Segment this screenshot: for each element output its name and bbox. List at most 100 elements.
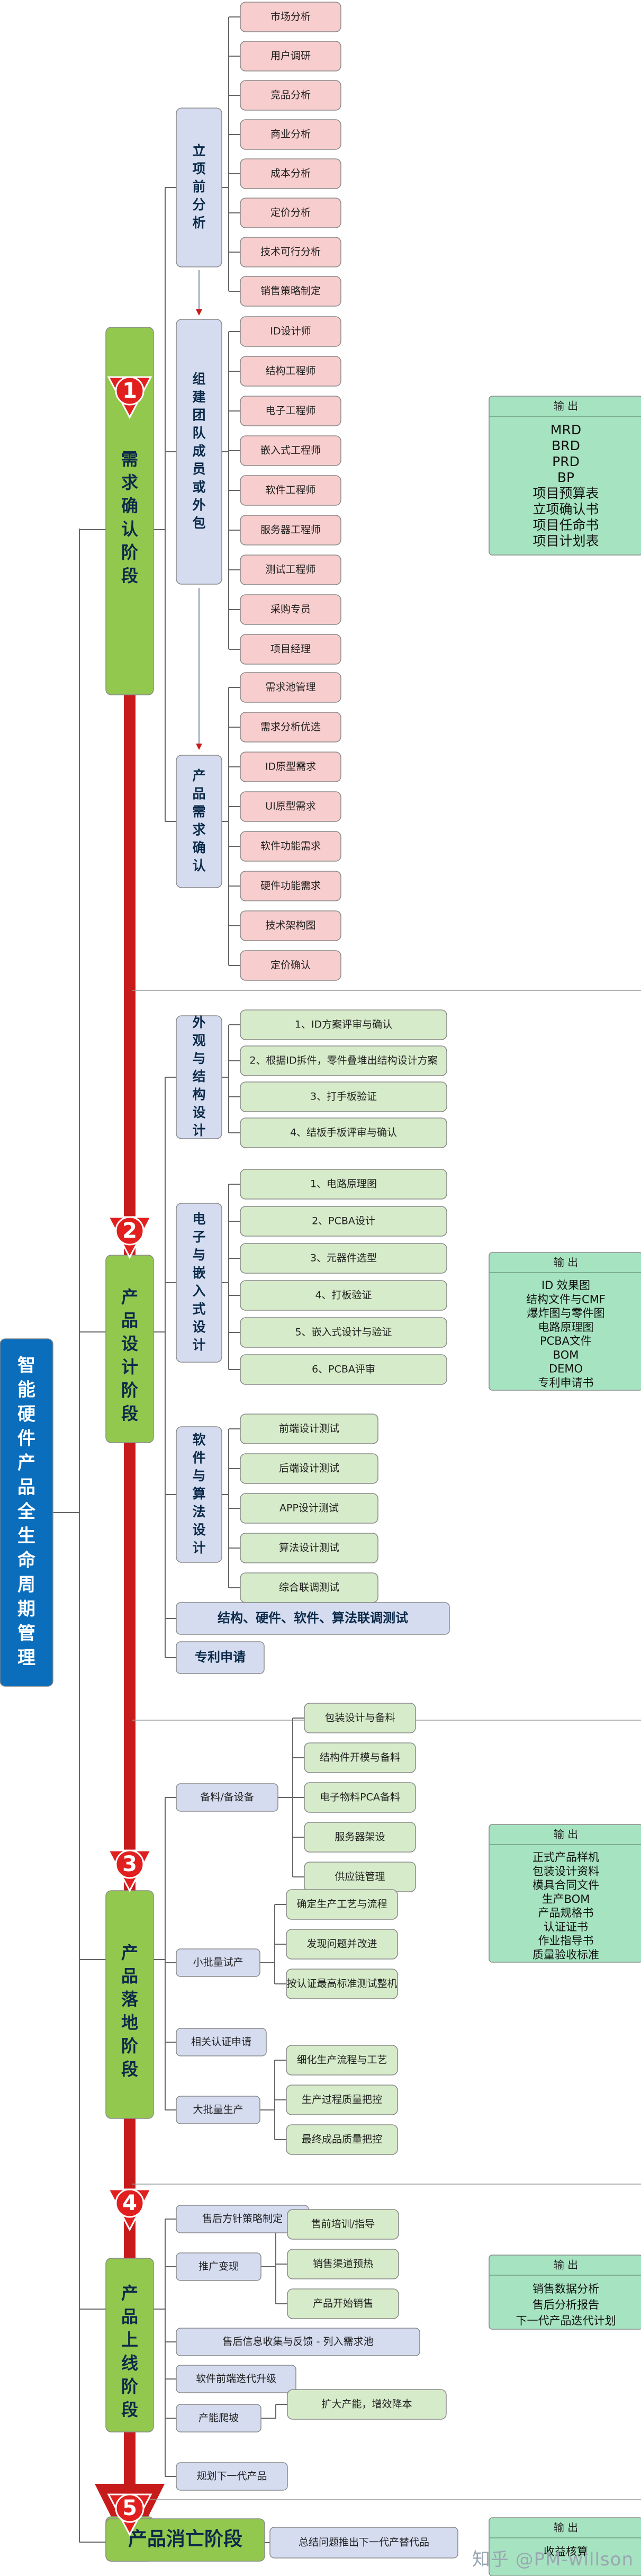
vertical-char: 观 bbox=[192, 1033, 205, 1048]
phase-1-group-3-leaf-6: 硬件功能需求 bbox=[260, 880, 321, 892]
phase-1-group-2-leaf-box bbox=[240, 634, 341, 665]
vertical-char: 式 bbox=[192, 1301, 205, 1317]
vertical-char: 计 bbox=[192, 1540, 205, 1555]
phase-1-group-2-leaf-box bbox=[240, 554, 341, 585]
phase-4-number: 4 bbox=[122, 2191, 137, 2215]
phase-1-group-1-leaf-box bbox=[240, 41, 341, 71]
phase-1-group-3-leaf-box bbox=[240, 712, 341, 743]
phase-3-output-item: 质量验收标准 bbox=[532, 1948, 599, 1961]
vertical-char: 段 bbox=[121, 566, 138, 586]
phase-4-group-6-box bbox=[176, 2462, 288, 2491]
phase-1-badge-circle bbox=[115, 376, 145, 406]
vertical-char: 线 bbox=[121, 2353, 138, 2373]
vertical-char: 认 bbox=[121, 519, 138, 539]
vertical-char: 上 bbox=[121, 2330, 138, 2350]
vertical-char: 命 bbox=[17, 1550, 35, 1571]
phase-2-output-item: 爆炸图与零件图 bbox=[527, 1307, 605, 1320]
vertical-char: 求 bbox=[121, 472, 138, 493]
phase-4-group-5-box bbox=[176, 2404, 261, 2432]
vertical-char: 周 bbox=[17, 1575, 35, 1596]
phase-1-group-3-leaf-4: UI原型需求 bbox=[265, 801, 316, 812]
phase-3-group-4-leaf-2: 生产过程质量把控 bbox=[302, 2094, 382, 2106]
vertical-char: 硬 bbox=[17, 1404, 35, 1425]
phase-4-output-item: 销售数据分析 bbox=[532, 2283, 599, 2295]
vertical-char: 外 bbox=[192, 1015, 205, 1030]
vertical-char: 包 bbox=[192, 515, 205, 531]
phase-1-output-item: 项目预算表 bbox=[532, 486, 599, 501]
vertical-char: 分 bbox=[192, 197, 205, 212]
phase-1-group-3-leaf-5: 软件功能需求 bbox=[260, 840, 321, 852]
phase-1-group-2-leaf-7: 测试工程师 bbox=[265, 564, 315, 576]
phase-3-group-1-leaf-2: 结构件开模与备料 bbox=[320, 1752, 400, 1764]
phase-3-group-4-leaf-box bbox=[286, 2124, 398, 2155]
vertical-char: 析 bbox=[192, 215, 205, 230]
phase-2-group-3-leaf-box bbox=[240, 1533, 378, 1563]
vertical-char: 嵌 bbox=[192, 1265, 205, 1281]
phase-3-group-4-leaf-3: 最终成品质量把控 bbox=[302, 2134, 382, 2145]
vertical-char: 算 bbox=[192, 1486, 205, 1501]
phase-4-group-2-box bbox=[176, 2252, 261, 2281]
phase-1-group-3-leaf-8: 定价确认 bbox=[270, 960, 311, 971]
vertical-char: 设 bbox=[192, 1319, 205, 1335]
phase-4-output-box bbox=[489, 2255, 641, 2330]
vertical-char: 子 bbox=[192, 1229, 205, 1245]
phase-1-group-1-leaf-box bbox=[240, 237, 341, 267]
phase-4-group-2-leaf-2: 销售渠道预热 bbox=[313, 2258, 373, 2270]
phase-2-group-1-leaf-4: 4、结板手板评审与确认 bbox=[290, 1127, 397, 1139]
vertical-char: 地 bbox=[121, 2012, 138, 2033]
phase-2-group-3-leaf-5: 综合联调测试 bbox=[279, 1582, 339, 1594]
vertical-char: 能 bbox=[17, 1380, 35, 1401]
vertical-char: 组 bbox=[192, 371, 205, 387]
vertical-char: 计 bbox=[121, 1357, 138, 1377]
phase-3-group-2-label: 小批量试产 bbox=[193, 1957, 243, 1969]
phase-1-group-1-leaf-5: 成本分析 bbox=[270, 168, 311, 180]
phase-2-output-item: DEMO bbox=[549, 1363, 583, 1375]
vertical-char: 员 bbox=[192, 461, 205, 477]
phase-2-output-label: 输 出 bbox=[554, 1256, 578, 1269]
phase-2-group-2-leaf-box bbox=[240, 1243, 447, 1274]
phase-3-group-4-leaf-box bbox=[286, 2085, 398, 2115]
phase-1-group-3-leaf-box bbox=[240, 950, 341, 981]
vertical-char: 品 bbox=[121, 1310, 138, 1330]
phase-5-box-wide bbox=[105, 2518, 265, 2562]
phase-3-output-item: 模具合同文件 bbox=[532, 1879, 599, 1892]
phase-3-group-2-leaf-3: 按认证最高标准测试整机 bbox=[286, 1978, 397, 1990]
phase-1-group-1-leaf-box bbox=[240, 80, 341, 111]
phase-2-group-3-box bbox=[176, 1426, 222, 1563]
phase-3-group-1-label: 备料/备设备 bbox=[200, 1792, 254, 1803]
phase-1-output-item: 项目任命书 bbox=[532, 517, 599, 533]
phase-2-extra-2: 专利申请 bbox=[195, 1650, 246, 1665]
vertical-char: 管 bbox=[17, 1623, 35, 1644]
vertical-char: 队 bbox=[192, 425, 206, 441]
phase-2-output-item: 结构文件与CMF bbox=[526, 1293, 606, 1305]
vertical-char: 阶 bbox=[121, 542, 138, 562]
vertical-char: 需 bbox=[121, 449, 138, 469]
phase-4-group-5-leaf-box bbox=[287, 2389, 447, 2420]
phase-1-group-2-leaf-box bbox=[240, 396, 341, 426]
phase-4-badge-circle bbox=[115, 2188, 145, 2218]
phase-2-extra-1: 结构、硬件、软件、算法联调测试 bbox=[218, 1611, 408, 1625]
phase-5-group-1-box bbox=[269, 2527, 458, 2559]
phase-2-group-3-leaf-2: 后端设计测试 bbox=[279, 1463, 339, 1474]
vertical-char: 段 bbox=[121, 2059, 138, 2079]
vertical-char: 建 bbox=[192, 389, 205, 405]
phase-1-output-box bbox=[489, 396, 641, 556]
phase-3-group-2-leaf-box bbox=[286, 1889, 398, 1920]
phase-2-group-2-leaf-5: 5、嵌入式设计与验证 bbox=[295, 1327, 392, 1338]
phase-2-group-3-leaf-1: 前端设计测试 bbox=[279, 1423, 339, 1435]
phase-3-group-1-leaf-box bbox=[304, 1703, 416, 1733]
vertical-char: 电 bbox=[192, 1211, 205, 1227]
vertical-char: 智 bbox=[17, 1355, 35, 1376]
phase-3-group-2-leaf-1: 确定生产工艺与流程 bbox=[296, 1899, 387, 1910]
phase-1-group-1-leaf-box bbox=[240, 198, 341, 228]
phase-2-group-1-leaf-3: 3、打手板验证 bbox=[310, 1091, 377, 1103]
phase-2-group-1-leaf-1: 1、ID方案评审与确认 bbox=[295, 1019, 392, 1031]
vertical-char: 与 bbox=[192, 1468, 205, 1483]
phase-5-group-1-label: 总结问题推出下一代产替代品 bbox=[299, 2537, 429, 2548]
vertical-char: 与 bbox=[192, 1247, 205, 1263]
phase-4-group-2-label: 推广变现 bbox=[198, 2261, 239, 2273]
